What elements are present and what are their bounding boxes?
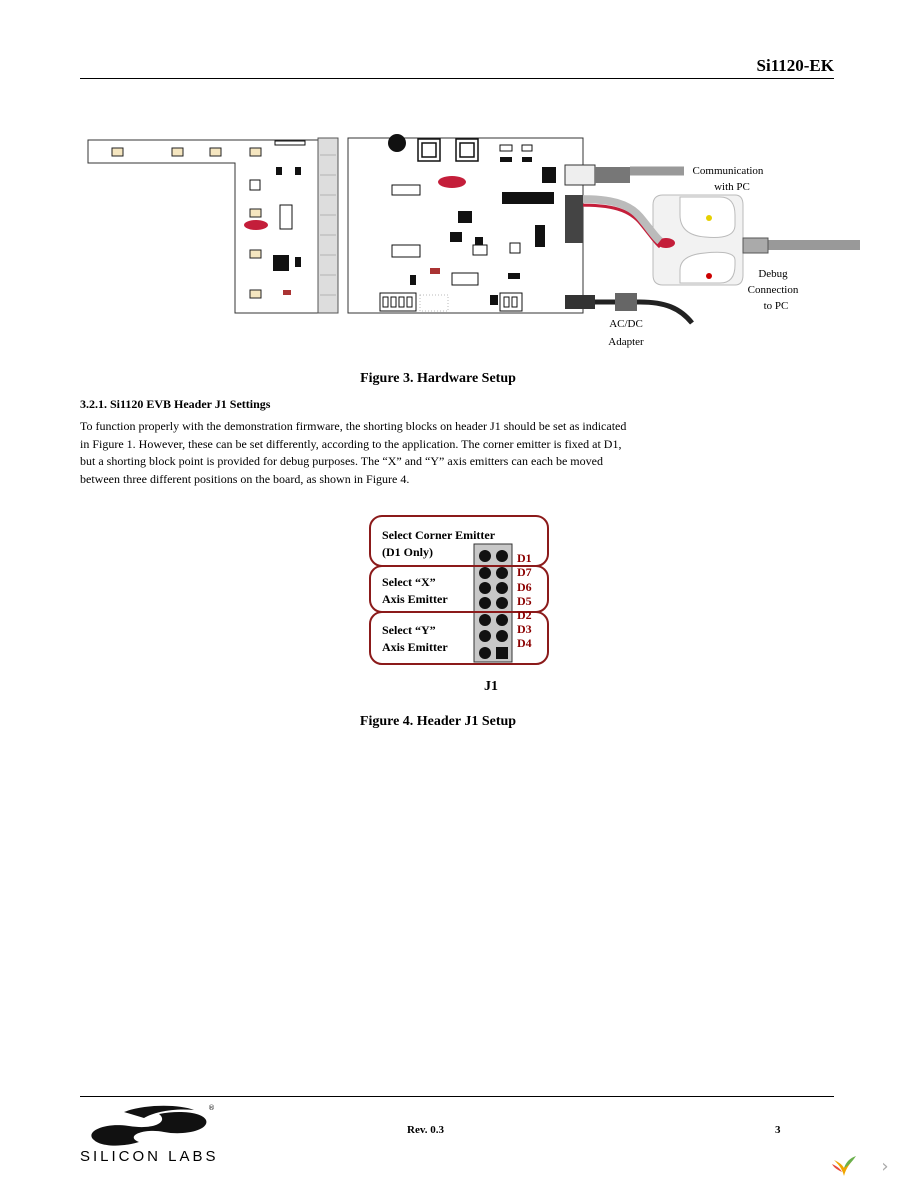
buzzer <box>388 134 406 152</box>
viewer-logo-icon[interactable] <box>828 1150 860 1182</box>
paragraph-line: To function properly with the demonstrat… <box>80 419 627 433</box>
document-id: Si1120-EK <box>756 56 834 75</box>
paragraph-line: in Figure 1. However, these can be set d… <box>80 436 622 451</box>
y-emitter-group <box>369 611 549 665</box>
hardware-setup-illustration: Communication with PC Debug Connection t… <box>87 134 860 348</box>
pin-label: D7 <box>517 565 532 579</box>
pin-label: D2 <box>517 608 532 622</box>
paragraph-line: but a shorting block point is provided f… <box>80 454 603 468</box>
corner-emitter-label-line1: Select Corner Emitter <box>382 528 496 542</box>
silicon-labs-logo-icon: ® <box>91 1104 214 1146</box>
pin-label: D5 <box>517 594 532 608</box>
header-j1-diagram: Select Corner Emitter (D1 Only) Select “… <box>369 515 549 690</box>
main-board-components <box>410 144 556 305</box>
usb-plug <box>564 164 596 186</box>
debug-label-line3: to PC <box>764 300 789 312</box>
main-board-headers <box>391 184 521 286</box>
y-emitter-label-line1: Select “Y” <box>382 623 436 637</box>
section-heading: 3.2.1. Si1120 EVB Header J1 Settings <box>80 397 271 411</box>
next-page-chevron-icon[interactable]: › <box>881 1156 889 1177</box>
debug-adapter <box>652 194 744 286</box>
acdc-label-line1: AC/DC <box>609 318 643 330</box>
y-emitter-label-line2: Axis Emitter <box>382 640 448 654</box>
header-j1-label: J1 <box>484 679 498 690</box>
sensor-board <box>87 139 333 314</box>
corner-emitter-label-line2: (D1 Only) <box>382 545 433 559</box>
header-pins <box>479 550 508 659</box>
header-rule <box>80 78 834 79</box>
x-emitter-label-line1: Select “X” <box>382 575 436 589</box>
figure4-caption: Figure 4. Header J1 Setup <box>359 714 517 729</box>
power-cable <box>595 299 694 325</box>
logo-wordmark: SILICON LABS <box>80 1148 219 1165</box>
main-board <box>347 137 584 314</box>
dip-switches <box>379 292 523 312</box>
section-paragraph: To function properly with the demonstrat… <box>80 418 640 488</box>
revision-label: Rev. 0.3 <box>407 1124 444 1136</box>
sensor-board-components <box>249 140 306 295</box>
pin-label: D1 <box>517 551 532 565</box>
sensor-board-leds <box>111 147 262 299</box>
svg-text:®: ® <box>208 1104 214 1112</box>
sensor-board-logo <box>244 220 268 230</box>
comm-label-line2: with PC <box>714 181 750 193</box>
main-board-buttons <box>417 138 479 162</box>
figure3-caption: Figure 3. Hardware Setup <box>360 371 516 386</box>
main-board-logo <box>438 176 466 188</box>
pin-label: D3 <box>517 622 532 636</box>
footer-rule <box>80 1096 834 1097</box>
pin-label: D6 <box>517 580 532 594</box>
paragraph-line: between three different positions on the… <box>80 471 410 486</box>
prototype-area <box>419 294 449 312</box>
debug-label-line1: Debug <box>758 268 788 280</box>
debug-label-line2: Connection <box>748 284 799 296</box>
x-emitter-label-line2: Axis Emitter <box>382 592 448 606</box>
comm-label-line1: Communication <box>693 165 764 177</box>
pin-label: D4 <box>517 636 532 650</box>
page-number: 3 <box>775 1124 781 1136</box>
acdc-label-line2: Adapter <box>608 336 644 348</box>
